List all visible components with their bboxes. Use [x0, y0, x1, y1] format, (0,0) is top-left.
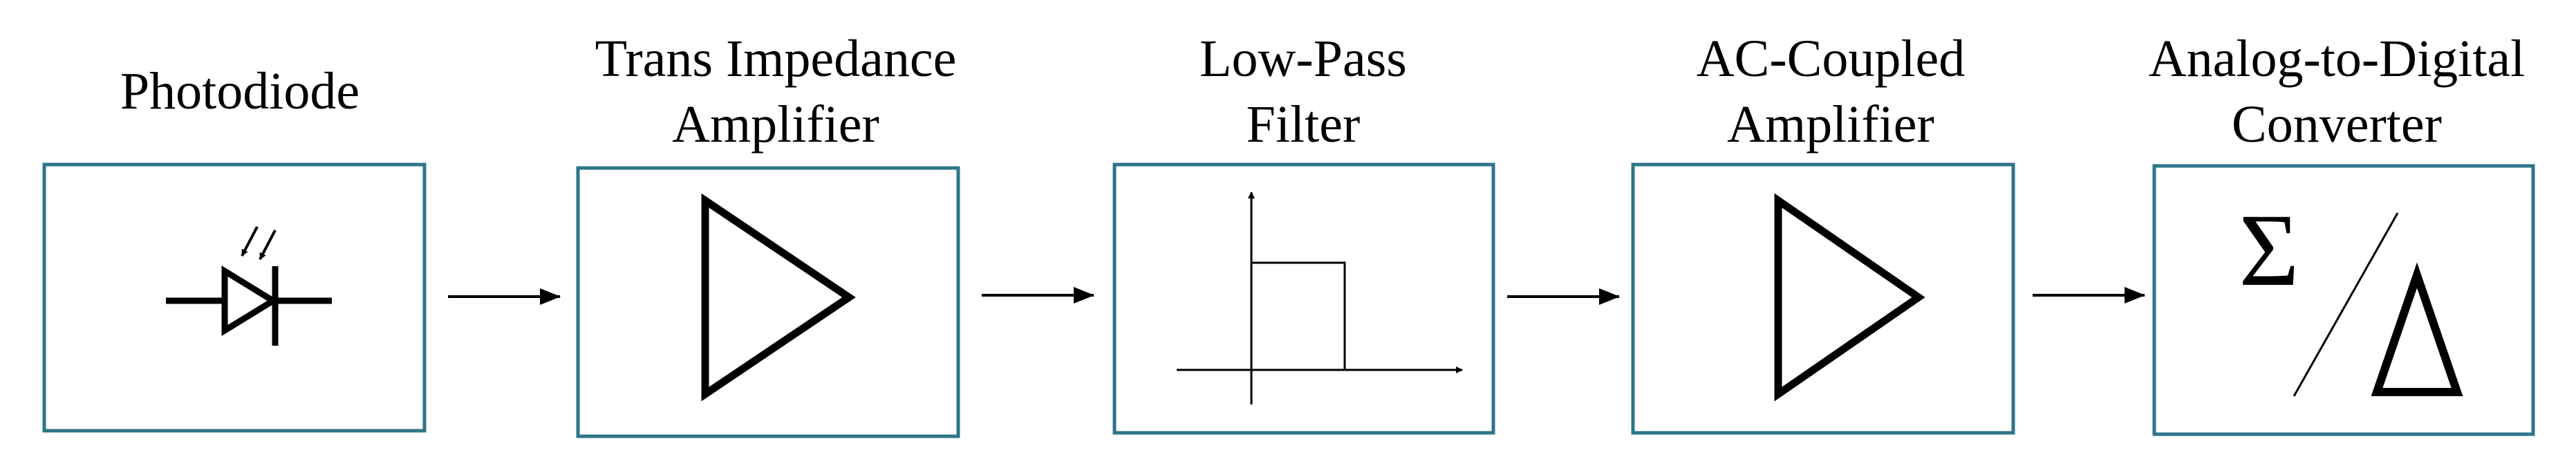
slash-divider [2293, 212, 2399, 397]
amplifier-triangle-icon [1774, 193, 1925, 402]
block-adc: Analog-to-Digital Converter Σ [2149, 30, 2535, 436]
tia-title-line-2: Amplifier [672, 95, 879, 153]
block-lpf: Low-Pass Filter [1112, 30, 1495, 435]
lpf-title-line-1: Low-Pass [1200, 30, 1407, 88]
block-ac-amp: AC-Coupled Amplifier [1631, 30, 2015, 435]
ac-amp-title-line-1: AC-Coupled [1697, 30, 1965, 88]
lpf-title-line-2: Filter [1247, 95, 1361, 153]
adc-title-line-1: Analog-to-Digital [2149, 30, 2526, 88]
lpf-box [1112, 162, 1495, 435]
delta-symbol [2371, 262, 2463, 396]
block-tia: Trans Impedance Amplifier [576, 30, 960, 438]
sigma-symbol: Σ [2239, 193, 2299, 308]
sigma-delta-icon: Σ [2239, 193, 2463, 397]
adc-title-line-2: Converter [2232, 95, 2442, 153]
amplifier-triangle-icon [701, 193, 856, 402]
photodiode-symbol-icon [166, 226, 332, 346]
tia-title-line-1: Trans Impedance [595, 30, 957, 88]
adc-box [2152, 164, 2535, 436]
tia-box [576, 166, 960, 438]
block-photodiode: Photodiode [42, 62, 427, 433]
photodiode-box [42, 162, 427, 433]
ac-amp-box [1631, 162, 2015, 435]
ac-amp-title-line-2: Amplifier [1727, 95, 1934, 153]
low-pass-response-icon [1177, 192, 1463, 404]
photodiode-title: Photodiode [120, 62, 360, 120]
